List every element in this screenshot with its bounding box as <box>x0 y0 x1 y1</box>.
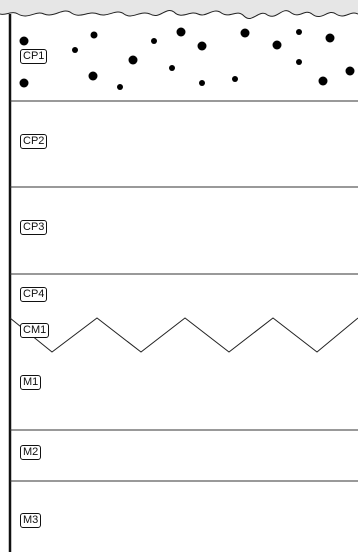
gravel-dot <box>117 84 123 90</box>
gravel-dot <box>177 28 186 37</box>
gravel-dot <box>296 59 302 65</box>
layer-label-m2: M2 <box>20 445 41 460</box>
gravel-dot <box>296 29 302 35</box>
gravel-dot <box>129 56 138 65</box>
gravel-dot <box>319 77 328 86</box>
gravel-dot <box>91 32 98 39</box>
top-surface-fill <box>0 0 358 19</box>
gravel-dot <box>346 67 355 76</box>
gravel-dot <box>241 29 250 38</box>
gravel-dot <box>232 76 238 82</box>
gravel-dot <box>20 79 29 88</box>
gravel-dot <box>199 80 205 86</box>
layer-label-cp2: CP2 <box>20 134 47 149</box>
gravel-dot <box>89 72 98 81</box>
layer-label-m3: M3 <box>20 513 41 528</box>
cp1-gravel-dots <box>20 28 355 91</box>
gravel-dot <box>169 65 175 71</box>
layer-label-cp3: CP3 <box>20 220 47 235</box>
gravel-dot <box>198 42 207 51</box>
layer-label-cm1: CM1 <box>20 323 49 338</box>
layer-label-cp4: CP4 <box>20 287 47 302</box>
gravel-dot <box>20 37 29 46</box>
layer-label-m1: M1 <box>20 375 41 390</box>
gravel-dot <box>326 34 335 43</box>
gravel-dot <box>151 38 157 44</box>
zigzag-unconformity <box>10 318 358 352</box>
gravel-dot <box>273 41 282 50</box>
layer-label-cp1: CP1 <box>20 49 47 64</box>
gravel-dot <box>72 47 78 53</box>
